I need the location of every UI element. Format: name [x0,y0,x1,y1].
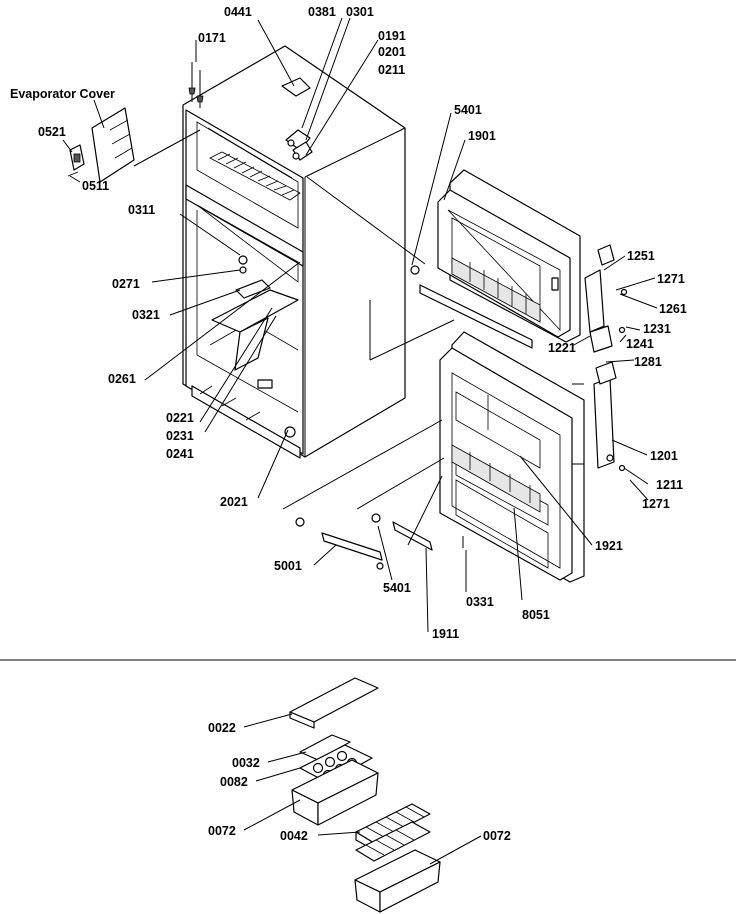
label-5001: 5001 [274,559,302,573]
label-8051: 8051 [522,608,550,622]
label-1281: 1281 [634,355,662,369]
label-0261: 0261 [108,372,136,386]
label-0211: 0211 [378,63,405,77]
label-0072-right: 0072 [483,829,511,843]
label-1901: 1901 [468,129,496,143]
label-1211: 1211 [656,478,683,492]
label-5401-bottom: 5401 [383,581,411,595]
label-0241: 0241 [166,447,194,461]
label-0311: 0311 [128,203,155,217]
fresh-food-door-drawing [439,331,626,583]
evaporator-cover-drawing [67,107,135,183]
label-0521: 0521 [38,125,66,139]
accessories-drawing [243,677,482,913]
label-1241: 1241 [626,337,654,351]
label-0201: 0201 [378,45,406,59]
label-0381: 0381 [308,5,336,19]
label-1911: 1911 [432,627,459,641]
label-0042: 0042 [280,829,308,843]
label-0271: 0271 [112,277,140,291]
label-evaporator-cover: Evaporator Cover [10,87,115,101]
label-5401-top: 5401 [454,103,482,117]
label-0441: 0441 [224,5,252,19]
label-0191: 0191 [378,29,406,43]
label-1261: 1261 [659,302,687,316]
label-0221: 0221 [166,411,194,425]
label-0032: 0032 [232,756,260,770]
label-0321: 0321 [132,308,160,322]
cabinet-drawing [182,45,406,459]
label-1221: 1221 [548,341,576,355]
label-1251: 1251 [627,249,655,263]
label-0171: 0171 [198,31,226,45]
label-0301: 0301 [346,5,374,19]
freezer-door-drawing [410,169,628,353]
freezer-shelf-grid [209,151,301,201]
label-2021: 2021 [220,495,248,509]
label-0331: 0331 [466,595,494,609]
label-1271-bottom: 1271 [642,497,670,511]
label-1921: 1921 [595,539,623,553]
callout-labels: Evaporator Cover 0441 0381 0301 0171 019… [10,5,687,843]
label-0511: 0511 [82,179,109,193]
label-0072-left: 0072 [208,824,236,838]
leader-lines [62,17,658,633]
label-0231: 0231 [166,429,194,443]
label-0022: 0022 [208,721,236,735]
label-0082: 0082 [220,775,248,789]
label-1231: 1231 [643,322,671,336]
trim-parts-drawing [295,513,464,570]
label-1271-top: 1271 [657,272,685,286]
label-1201: 1201 [650,449,678,463]
